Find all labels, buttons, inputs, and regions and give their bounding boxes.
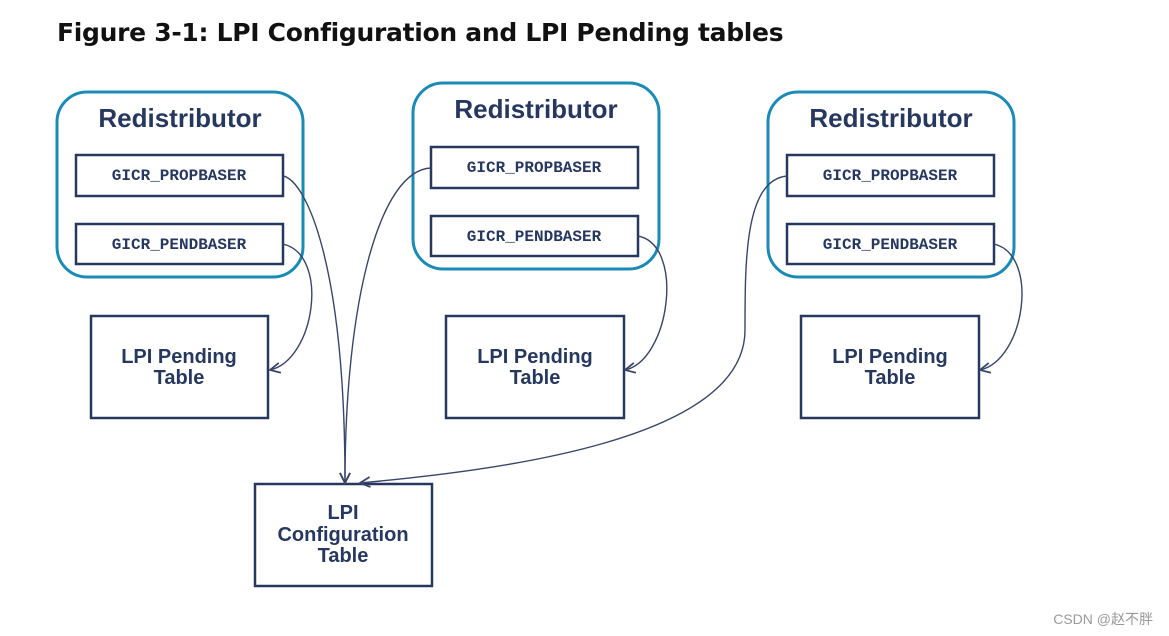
redistributor-title: Redistributor [98,103,261,133]
lpi-pending-table-2: LPI Pending Table [444,314,626,420]
gicr-propbaser: GICR_PROPBASER [112,167,247,185]
lpi-pending-table-1: LPI Pending Table [89,314,270,420]
pending-table-label: LPI Pending [832,346,948,368]
pending-table-label: Table [510,367,561,389]
arrow-pendbaser-3 [980,243,1023,370]
arrow-pendbaser-2 [625,235,668,370]
gicr-propbaser: GICR_PROPBASER [823,167,958,185]
gicr-pendbaser: GICR_PENDBASER [467,228,602,246]
gicr-pendbaser: GICR_PENDBASER [112,236,247,254]
arrow-propbaser-1 [282,175,345,483]
redistributor-1: Redistributor GICR_PROPBASER GICR_PENDBA… [55,90,305,279]
redistributor-title: Redistributor [454,94,617,124]
watermark: CSDN @赵不胖 [1053,611,1153,627]
pending-table-label: LPI Pending [477,346,593,368]
redistributor-2: Redistributor GICR_PROPBASER GICR_PENDBA… [411,81,661,271]
pending-table-label: LPI Pending [121,346,237,368]
gicr-pendbaser: GICR_PENDBASER [823,236,958,254]
figure-title: Figure 3-1: LPI Configuration and LPI Pe… [57,18,784,47]
arrow-propbaser-2 [345,167,432,483]
arrow-propbaser-3 [360,175,788,483]
lpi-pending-table-3: LPI Pending Table [799,314,981,420]
config-table-label: Table [318,545,369,567]
config-table-label: Configuration [277,524,408,546]
pending-table-label: Table [154,367,205,389]
gicr-propbaser: GICR_PROPBASER [467,159,602,177]
pending-table-label: Table [865,367,916,389]
arrow-pendbaser-1 [270,243,313,370]
config-table-label: LPI [327,502,358,524]
redistributor-title: Redistributor [809,103,972,133]
lpi-configuration-table: LPI Configuration Table [253,482,434,588]
redistributor-3: Redistributor GICR_PROPBASER GICR_PENDBA… [766,90,1016,279]
